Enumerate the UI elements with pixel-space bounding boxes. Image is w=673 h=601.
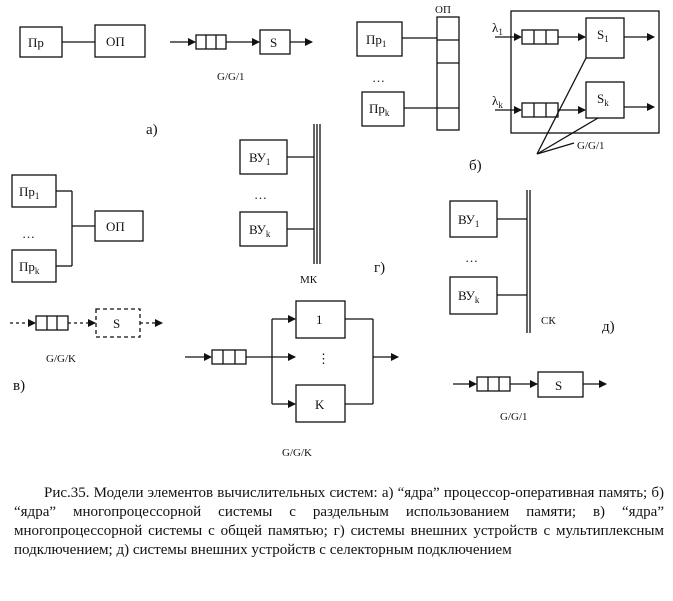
memory-label: ОП: [106, 219, 125, 234]
panel-g-marker: г): [374, 260, 385, 276]
processor-last-label: Прk: [19, 259, 40, 276]
queue-model-label: G/G/1: [577, 140, 605, 152]
queue-model-label: G/G/1: [217, 71, 245, 83]
processor-first-label: Пр1: [19, 184, 39, 201]
ellipsis: …: [254, 187, 267, 202]
callout-line: [536, 57, 587, 155]
processor-last-box: [361, 91, 405, 127]
processor-last-label: Прk: [369, 101, 390, 118]
bus-label: МК: [300, 274, 318, 286]
queue-buffer-first: [521, 29, 559, 45]
queue-model-label-left: G/G/K: [46, 353, 76, 365]
server-label: S: [113, 316, 120, 331]
memory-label: ОП: [435, 4, 451, 16]
arrival-rate-first-label: λ1: [492, 20, 503, 37]
model-enclosure: [510, 10, 660, 134]
queue-buffer-multichannel: [211, 349, 247, 365]
queue-buffer-last: [521, 102, 559, 118]
server-first-label: S1: [597, 27, 609, 44]
ellipsis: …: [22, 226, 35, 241]
device-last-label: ВУk: [458, 288, 480, 305]
processor-first-box: [356, 21, 403, 57]
memory-box: [94, 210, 144, 242]
panel-v: [10, 174, 399, 423]
panel-d-marker: д): [602, 319, 615, 335]
processor-first-label: Пр1: [366, 32, 386, 49]
device-first-label: ВУ1: [249, 150, 270, 167]
panel-v-marker: в): [13, 378, 25, 394]
panel-b-marker: б): [469, 158, 482, 174]
panel-b: [356, 10, 660, 155]
queue-buffer: [35, 315, 69, 331]
panel-a: [19, 24, 313, 58]
server-label: S: [555, 378, 562, 393]
server-label: S: [270, 35, 277, 50]
shared-memory-column: [436, 16, 460, 131]
bus-label: СК: [541, 315, 556, 327]
processor-label: Пр: [28, 35, 44, 50]
queue-model-label-bottom: G/G/K: [282, 447, 312, 459]
server-last-box: [585, 81, 625, 119]
memory-label: ОП: [106, 34, 125, 49]
arrival-rate-last-label: λk: [492, 93, 503, 110]
panel-a-marker: а): [146, 122, 158, 138]
device-last-label: ВУk: [249, 222, 271, 239]
ellipsis: …: [372, 70, 385, 85]
panel-g: [239, 124, 321, 264]
queue-buffer: [476, 376, 511, 392]
memory-box: [94, 24, 146, 58]
caption-text: Рис.35. Модели элементов вычислительных …: [14, 485, 664, 558]
figure-caption: Рис.35. Модели элементов вычислительных …: [14, 484, 664, 560]
server-first-box: [585, 17, 625, 59]
queue-model-label: G/G/1: [500, 411, 528, 423]
device-first-label: ВУ1: [458, 212, 479, 229]
queue-buffer: [195, 34, 227, 50]
channel-last-label: K: [315, 397, 325, 412]
ellipsis: …: [465, 250, 478, 265]
ellipsis: ⋮: [317, 351, 330, 366]
panel-d: [449, 190, 607, 398]
channel-first-label: 1: [316, 312, 323, 327]
server-last-label: Sk: [597, 91, 609, 108]
